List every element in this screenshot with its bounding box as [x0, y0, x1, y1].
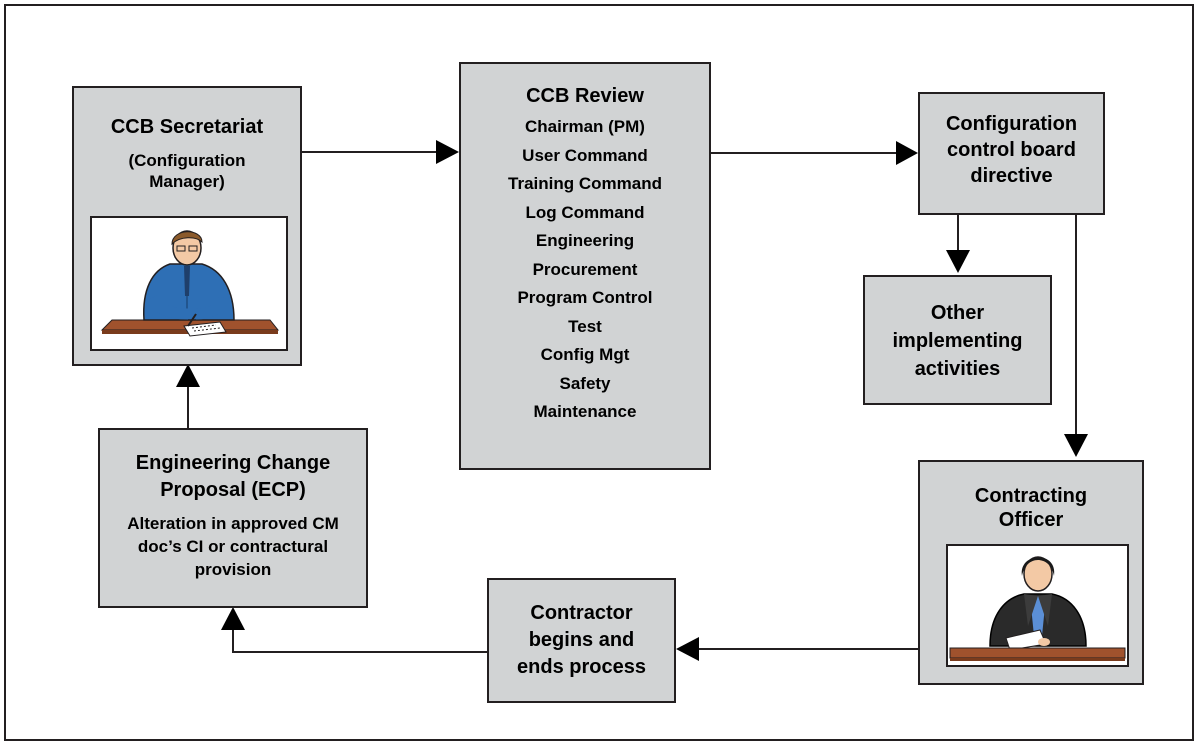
ccb-review-member: Procurement	[532, 259, 638, 279]
arrowhead	[676, 637, 699, 661]
ccb-review-member: User Command	[522, 145, 648, 165]
arrowhead	[221, 607, 245, 630]
ccb-review-member: Log Command	[525, 202, 645, 222]
other-activities-box: Other implementing activities	[863, 275, 1052, 405]
arrowhead	[1064, 434, 1088, 457]
ccb-review-member: Safety	[559, 373, 611, 393]
contracting-officer-title: Contracting Officer	[974, 485, 1088, 531]
arrowhead	[436, 140, 459, 164]
ccb-review-member: Program Control	[517, 288, 653, 307]
man-writing-picture	[90, 216, 288, 351]
arrowhead	[896, 141, 918, 165]
arrow-contractor-to-ecp	[232, 628, 487, 653]
ccb-directive-box: Configuration control board directive	[918, 92, 1105, 215]
contractor-box: Contractor begins and ends process	[487, 578, 676, 703]
ecp-description: Alteration in approved CM doc’s CI or co…	[127, 514, 339, 579]
ecp-box: Engineering Change Proposal (ECP) Altera…	[98, 428, 368, 608]
ccb-secretariat-box: CCB Secretariat (Configuration Manager)	[72, 86, 302, 366]
man-writing-illustration	[100, 230, 280, 337]
ccb-directive-title: Configuration control board directive	[945, 113, 1078, 187]
ccb-review-member: Chairman (PM)	[525, 117, 645, 136]
contracting-officer-illustration	[949, 556, 1126, 661]
contractor-title: Contractor begins and ends process	[517, 602, 646, 678]
arrowhead	[946, 250, 970, 273]
ccb-review-member: Config Mgt	[540, 345, 630, 364]
ccb-review-box: CCB Review Chairman (PM) User Command Tr…	[459, 62, 711, 470]
ccb-secretariat-title: CCB Secretariat	[110, 116, 264, 138]
officer-picture	[946, 544, 1129, 667]
ecp-title: Engineering Change Proposal (ECP)	[135, 452, 331, 501]
arrowhead	[176, 364, 200, 387]
ccb-review-title: CCB Review	[526, 85, 644, 107]
ccb-review-member: Engineering	[535, 231, 635, 250]
ccb-review-member: Maintenance	[533, 402, 637, 421]
ccb-review-member: Training Command	[508, 174, 662, 193]
contracting-officer-box: Contracting Officer	[918, 460, 1144, 685]
ccb-review-member-list: Chairman (PM) User Command Training Comm…	[461, 113, 709, 427]
other-activities-title: Other implementing activities	[892, 302, 1023, 380]
ccb-review-member: Test	[568, 316, 602, 336]
ccb-secretariat-subtitle: (Configuration Manager)	[128, 151, 246, 191]
